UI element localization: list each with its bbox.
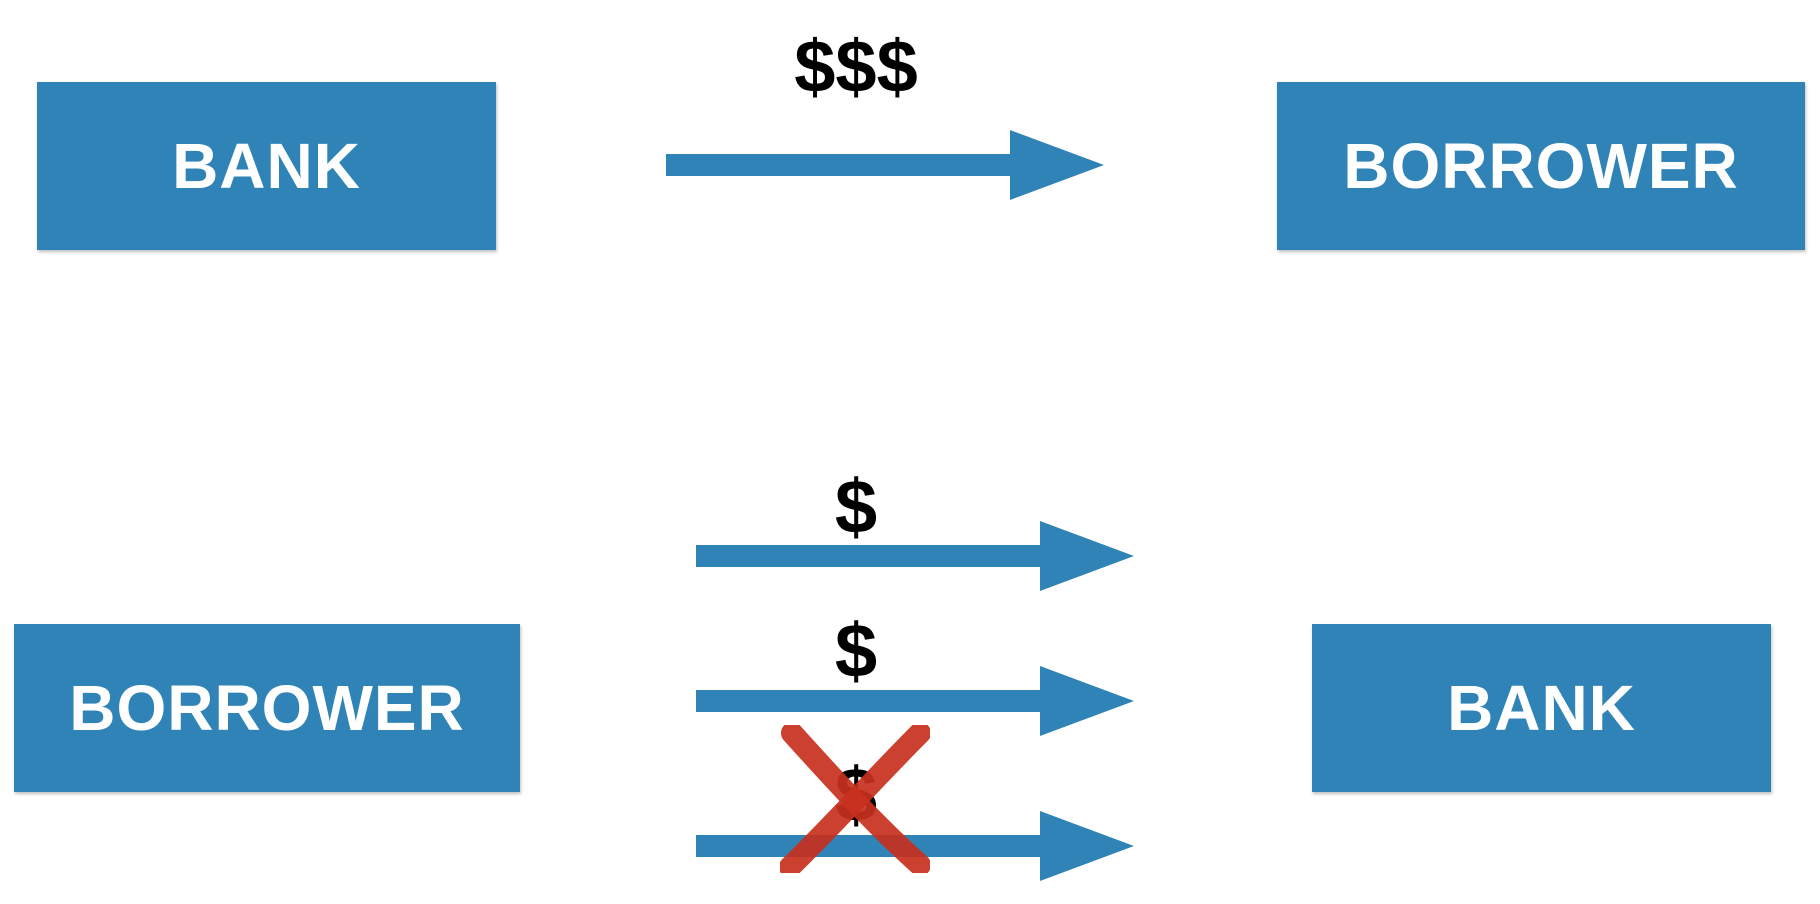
bank-box-top: BANK: [37, 82, 496, 250]
payment-label-1: $: [834, 465, 878, 550]
borrower-box-top: BORROWER: [1277, 82, 1805, 250]
right-arrow-icon: [696, 666, 1134, 736]
bank-label-bottom: BANK: [1447, 672, 1636, 744]
bank-label-top: BANK: [172, 130, 361, 202]
borrower-label-top: BORROWER: [1343, 130, 1739, 202]
borrower-label-bottom: BORROWER: [69, 672, 465, 744]
loan-amount-label: $$$: [794, 25, 918, 108]
right-arrow-icon: [696, 521, 1134, 591]
payment-label-2: $: [834, 609, 878, 694]
borrower-box-bottom: BORROWER: [14, 624, 520, 792]
right-arrow-icon: [666, 130, 1104, 200]
red-x-cross-icon: [780, 725, 930, 873]
bank-box-bottom: BANK: [1312, 624, 1771, 792]
